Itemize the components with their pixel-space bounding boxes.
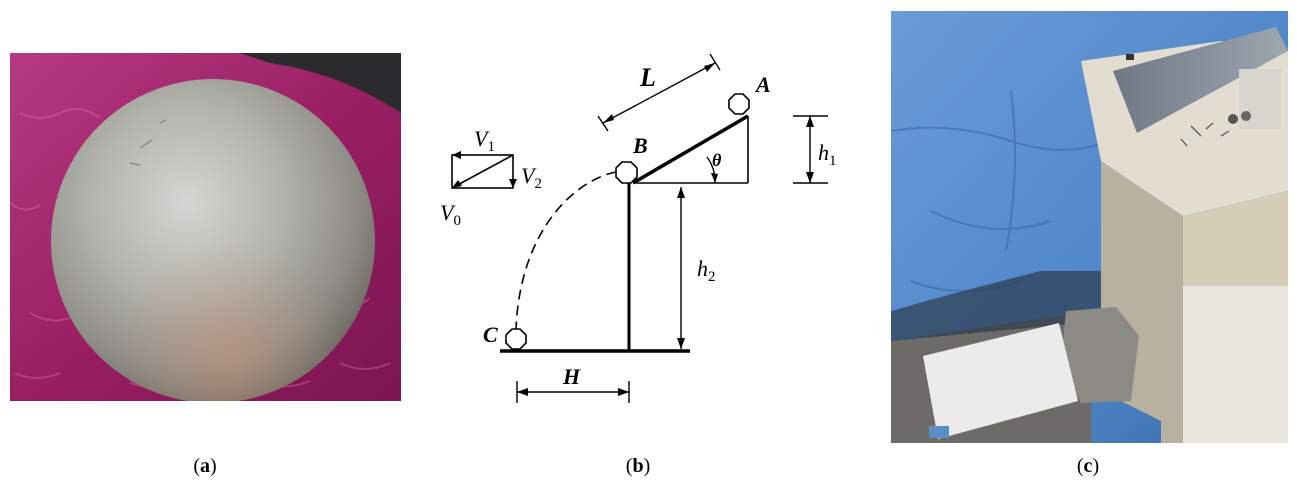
- sphere-photo-drawing: [10, 53, 401, 401]
- point-c-label: C: [483, 322, 498, 347]
- h1-dimension: [793, 115, 828, 184]
- steel-ball: [1228, 114, 1238, 124]
- angle-label: θ: [712, 150, 722, 170]
- inclined-plate: [1113, 27, 1288, 133]
- trajectory-path: [515, 171, 617, 330]
- length-label: L: [639, 63, 656, 92]
- test-rig-drawing: [891, 11, 1288, 443]
- foam-block: [1183, 286, 1288, 443]
- ball-b: [615, 161, 638, 184]
- v1-label: V1: [474, 126, 495, 155]
- trajectory-diagram: V1 V2 V0 L θ A B C h1 h2: [440, 53, 837, 403]
- stone-block: [1061, 307, 1139, 403]
- velocity-box: [451, 154, 514, 189]
- v0-label: V0: [440, 200, 461, 229]
- h2-label: h2: [697, 256, 716, 285]
- angle-arrowhead: [711, 173, 718, 183]
- v0-arrowhead: [452, 180, 462, 188]
- dark-background: [240, 53, 401, 113]
- test-rig-photo: [891, 11, 1288, 443]
- point-a-label: A: [754, 72, 771, 97]
- h1-label: h1: [818, 140, 837, 169]
- ramp: [632, 114, 749, 185]
- caption-b: (b): [625, 455, 651, 477]
- distance-label: H: [562, 364, 581, 389]
- white-box: [923, 323, 1078, 439]
- length-dimension: [597, 53, 721, 132]
- v2-arrowhead: [509, 179, 517, 188]
- caption-c: (c): [1076, 455, 1100, 477]
- v2-label: V2: [521, 163, 542, 192]
- ball-c: [505, 328, 527, 350]
- sphere-photo: [10, 53, 401, 401]
- ball-a: [728, 93, 750, 115]
- v1-arrowhead: [452, 151, 461, 159]
- caption-a: (a): [193, 455, 217, 477]
- point-b-label: B: [632, 133, 648, 158]
